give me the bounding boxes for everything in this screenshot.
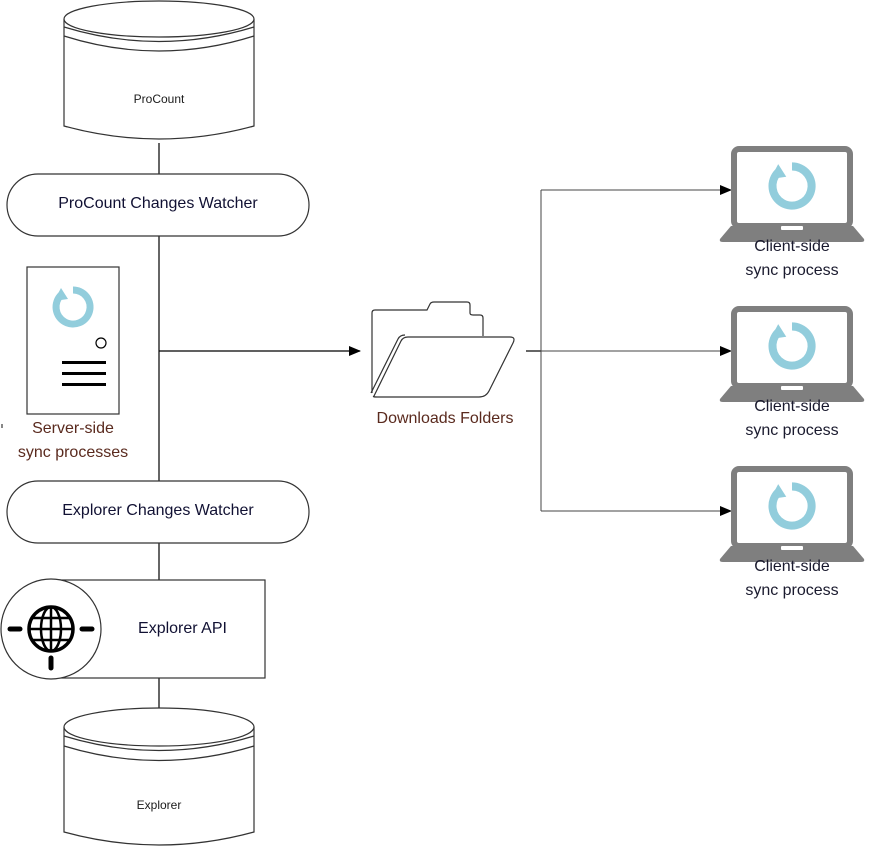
server-sync-label-line2: sync processes: [17, 444, 129, 461]
explorer-watcher-node[interactable]: [6, 480, 310, 544]
globe-icon: [7, 605, 95, 671]
server-sync-label-line1: Server-side: [32, 420, 114, 437]
explorer-watcher-label: Explorer Changes Watcher: [62, 502, 254, 519]
procount-db-label: ProCount: [133, 92, 185, 106]
connectors: [158, 143, 732, 708]
explorer-database-icon[interactable]: [63, 707, 255, 846]
client-3-label-line1: Client-side: [754, 558, 830, 575]
client-1-label-line1: Client-side: [754, 238, 830, 255]
downloads-folders-label: Downloads Folders: [376, 410, 514, 427]
explorer-api-label: Explorer API: [138, 620, 227, 637]
folder-icon[interactable]: [370, 301, 515, 398]
procount-watcher-label: ProCount Changes Watcher: [58, 195, 258, 212]
stray-mark: [1, 424, 3, 428]
procount-watcher-node[interactable]: [6, 173, 310, 237]
client-3-label-line2: sync process: [745, 582, 839, 599]
client-1-label-line2: sync process: [745, 262, 839, 279]
laptop-sync-icon[interactable]: [719, 146, 865, 242]
server-sync-icon[interactable]: [26, 266, 120, 415]
laptop-sync-icon[interactable]: [719, 466, 865, 562]
client-2-label-line2: sync process: [745, 422, 839, 439]
laptop-sync-icon[interactable]: [719, 306, 865, 402]
client-2-label-line1: Client-side: [754, 398, 830, 415]
procount-database-icon[interactable]: [63, 0, 255, 140]
explorer-db-label: Explorer: [136, 798, 182, 812]
